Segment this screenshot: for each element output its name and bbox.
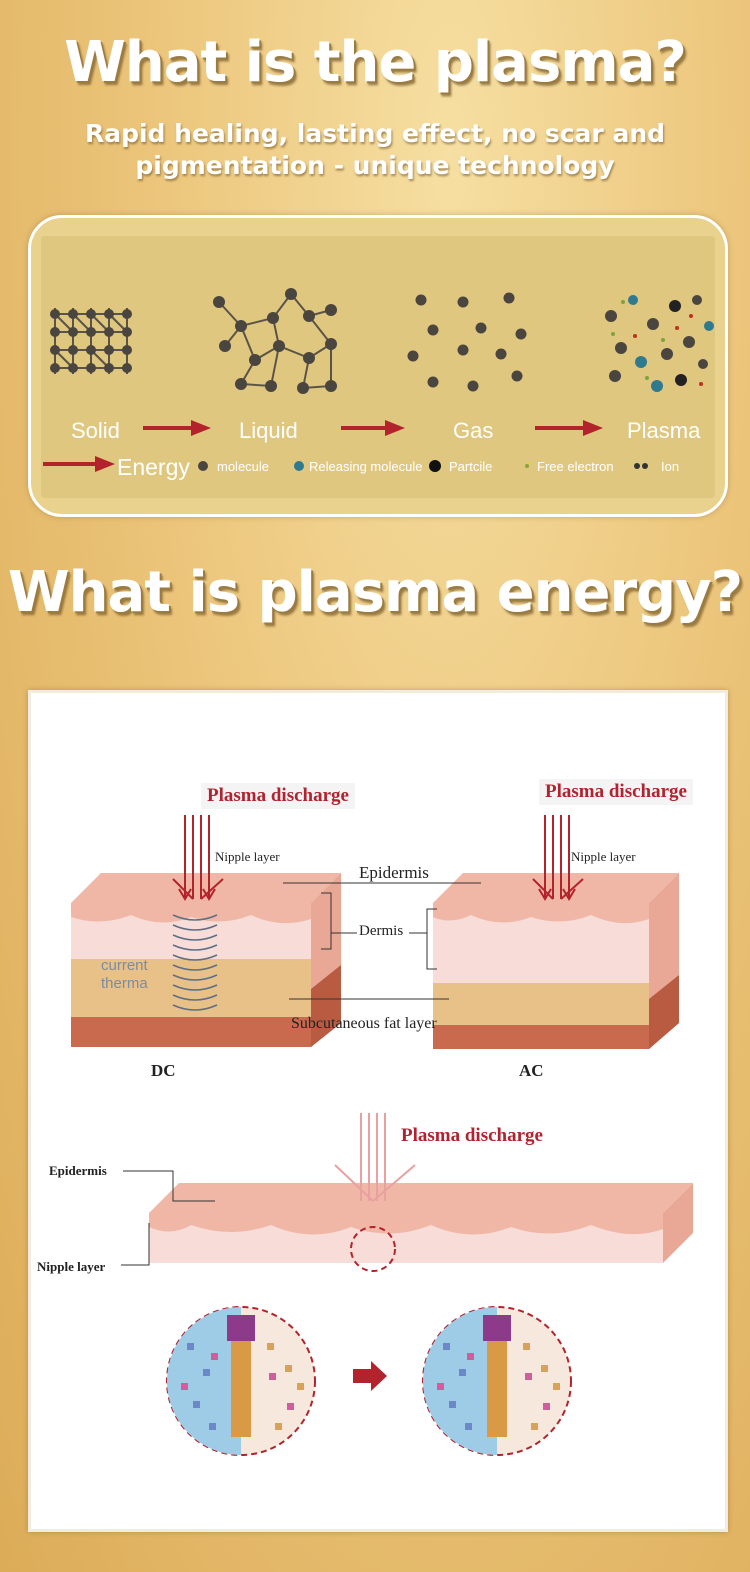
legend-free-electron: Free electron (537, 459, 614, 474)
transition-arrows (43, 420, 603, 472)
state-label-liquid: Liquid (239, 418, 298, 443)
plasma-discharge-dc-label: Plasma discharge (201, 783, 355, 809)
cell-membrane-before-icon (166, 1306, 316, 1456)
solid-lattice-icon (50, 308, 132, 374)
legend-icons (198, 460, 648, 472)
legend-releasing-molecule: Releasing molecule (309, 459, 423, 474)
ac-skin-block-icon (433, 815, 679, 1049)
legend-ion: Ion (661, 459, 680, 474)
epidermis-left-label: Epidermis (49, 1163, 107, 1178)
states-of-matter-panel: Solid Liquid Gas Plasma Energy molecule … (28, 215, 728, 517)
dermis-label: Dermis (359, 923, 404, 939)
state-label-plasma: Plasma (627, 418, 701, 443)
plasma-particles-icon (605, 295, 714, 392)
nipple-layer-ac-label: Nipple layer (571, 849, 636, 864)
nipple-layer-dc-label: Nipple layer (215, 849, 280, 864)
state-label-gas: Gas (453, 418, 494, 443)
section-title-plasma-energy: What is plasma energy? (7, 560, 743, 625)
ac-label: AC (519, 1061, 544, 1080)
plasma-energy-diagram: Plasma discharge Plasma discharge Nipple… (28, 690, 728, 1532)
current-label: current (101, 957, 148, 974)
energy-label: Energy (117, 454, 190, 480)
subcutaneous-fat-label: Subcutaneous fat layer (291, 1015, 437, 1032)
gas-particles-icon (407, 292, 527, 392)
plasma-discharge-ac-label: Plasma discharge (539, 779, 693, 805)
skin-layers-illustration (71, 815, 693, 1456)
cell-membrane-after-icon (422, 1306, 572, 1456)
states-of-matter-figure: Solid Liquid Gas Plasma Energy molecule … (41, 236, 715, 498)
transition-arrow-icon (353, 1361, 387, 1391)
legend-molecule: molecule (217, 459, 270, 474)
subtitle-line-1: Rapid healing, lasting effect, no scar a… (84, 119, 666, 148)
states-illustration (43, 288, 714, 472)
layer-leader-lines (283, 882, 481, 1000)
dc-label: DC (151, 1061, 176, 1080)
dc-skin-block-icon (71, 815, 341, 1047)
state-label-solid: Solid (71, 418, 120, 443)
plasma-discharge-flat-label: Plasma discharge (401, 1125, 543, 1146)
page-subtitle: Rapid healing, lasting effect, no scar a… (0, 118, 750, 182)
liquid-network-icon (213, 288, 337, 394)
nipple-layer-left-label: Nipple layer (37, 1259, 106, 1274)
subtitle-line-2: pigmentation - unique technology (135, 151, 615, 180)
page-title: What is the plasma? (64, 30, 687, 95)
epidermis-label: Epidermis (359, 863, 429, 882)
legend-particle: Partcile (449, 459, 493, 474)
therma-label: therma (101, 975, 148, 992)
flat-skin-strip-icon (121, 1113, 693, 1272)
